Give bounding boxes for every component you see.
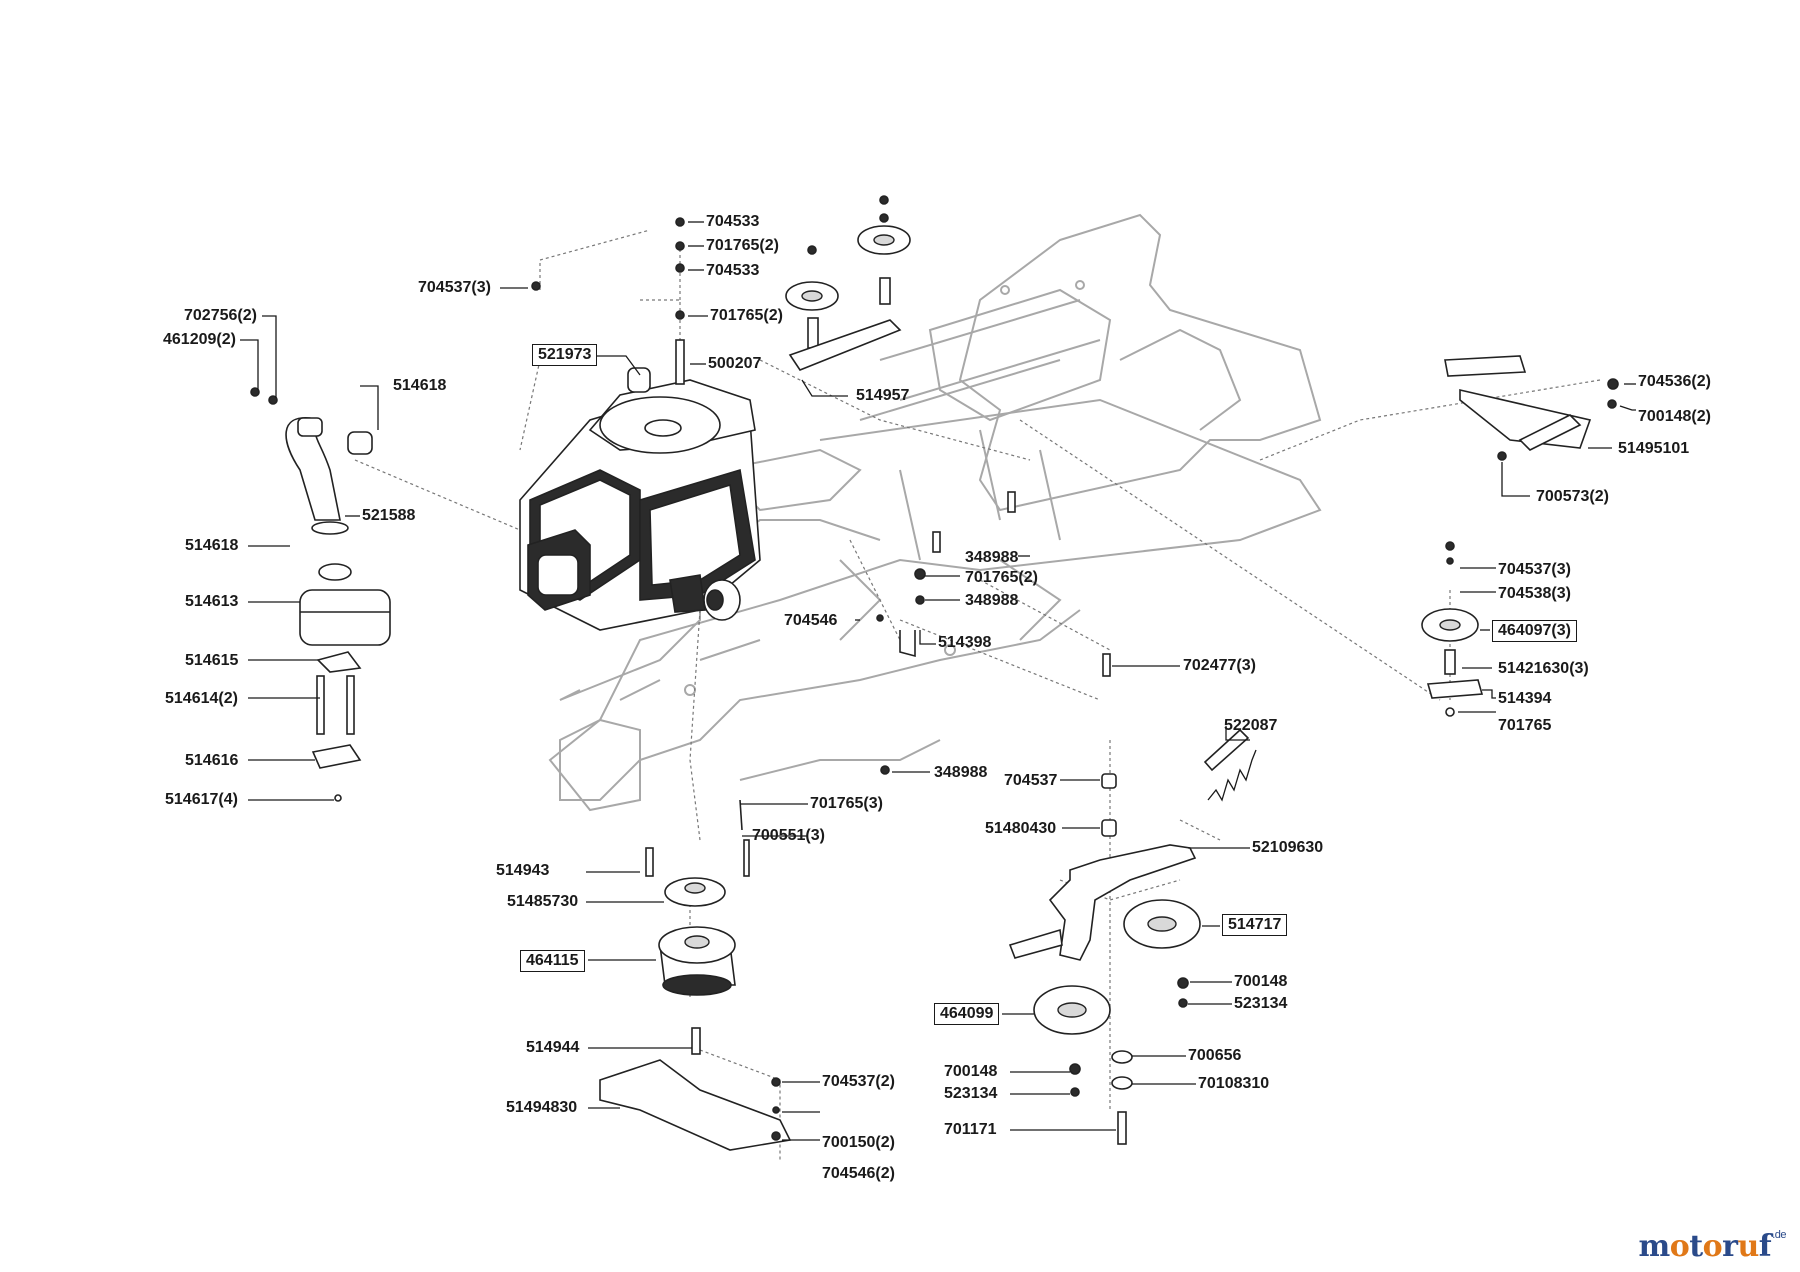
part-label-51494830: 51494830 bbox=[506, 1099, 578, 1116]
part-label-464097-3: 464097(3) bbox=[1492, 620, 1577, 642]
part-label-348988: 348988 bbox=[934, 764, 988, 781]
part-label-704537-3: 704537(3) bbox=[1498, 561, 1571, 578]
part-label-700148: 700148 bbox=[1234, 973, 1288, 990]
part-label-514957: 514957 bbox=[856, 387, 910, 404]
part-label-500207: 500207 bbox=[708, 355, 762, 372]
part-label-348988: 348988 bbox=[965, 549, 1019, 566]
part-label-522087: 522087 bbox=[1224, 717, 1278, 734]
part-label-700656: 700656 bbox=[1188, 1047, 1242, 1064]
part-label-514618: 514618 bbox=[393, 377, 447, 394]
part-label-514944: 514944 bbox=[526, 1039, 580, 1056]
part-label-521973: 521973 bbox=[532, 344, 598, 366]
part-label-704537-3: 704537(3) bbox=[418, 279, 491, 296]
part-label-514717: 514717 bbox=[1222, 914, 1288, 936]
part-label-704533: 704533 bbox=[706, 213, 760, 230]
exhaust-parts bbox=[250, 387, 391, 802]
part-label-514615: 514615 bbox=[185, 652, 239, 669]
part-label-700573-2: 700573(2) bbox=[1536, 488, 1609, 505]
part-label-51495101: 51495101 bbox=[1618, 440, 1690, 457]
part-label-704538-3: 704538(3) bbox=[1498, 585, 1571, 602]
part-label-701765: 701765 bbox=[1498, 717, 1552, 734]
part-label-523134: 523134 bbox=[1234, 995, 1288, 1012]
part-label-514613: 514613 bbox=[185, 593, 239, 610]
part-label-514614-2: 514614(2) bbox=[165, 690, 238, 707]
part-label-461209-2: 461209(2) bbox=[163, 331, 236, 348]
part-label-514394: 514394 bbox=[1498, 690, 1552, 707]
part-label-700150-2: 700150(2) bbox=[822, 1134, 895, 1151]
part-label-704546: 704546 bbox=[784, 612, 838, 629]
part-label-701171: 701171 bbox=[944, 1121, 997, 1138]
part-label-704537-2: 704537(2) bbox=[822, 1073, 895, 1090]
part-label-701765-2: 701765(2) bbox=[706, 237, 779, 254]
part-label-464099: 464099 bbox=[934, 1003, 1000, 1025]
part-label-51480430: 51480430 bbox=[985, 820, 1057, 837]
part-label-701765-2: 701765(2) bbox=[965, 569, 1038, 586]
part-label-52109630: 52109630 bbox=[1252, 839, 1324, 856]
part-label-701765-2: 701765(2) bbox=[710, 307, 783, 324]
part-label-514617-4: 514617(4) bbox=[165, 791, 238, 808]
part-label-704537: 704537 bbox=[1004, 772, 1058, 789]
part-label-700551-3: 700551(3) bbox=[752, 827, 825, 844]
part-label-702477-3: 702477(3) bbox=[1183, 657, 1256, 674]
spring-522087 bbox=[1207, 749, 1257, 802]
part-label-51485730: 51485730 bbox=[507, 893, 579, 910]
clutch-assembly bbox=[599, 799, 792, 1151]
part-label-51421630-3: 51421630(3) bbox=[1498, 660, 1589, 677]
motoruf-watermark: motoruf.de bbox=[1638, 1229, 1787, 1264]
part-label-514943: 514943 bbox=[496, 862, 550, 879]
right-bracket-assembly bbox=[1421, 355, 1619, 717]
part-label-70108310: 70108310 bbox=[1198, 1075, 1270, 1092]
part-label-704533: 704533 bbox=[706, 262, 760, 279]
engine-assembly bbox=[519, 367, 761, 631]
part-label-348988: 348988 bbox=[965, 592, 1019, 609]
watermark-text: motoruf bbox=[1638, 1229, 1772, 1264]
alignment-lines bbox=[354, 229, 1601, 1160]
part-label-702756-2: 702756(2) bbox=[184, 307, 257, 324]
part-label-704546-2: 704546(2) bbox=[822, 1165, 895, 1182]
part-label-521588: 521588 bbox=[362, 507, 416, 524]
part-label-700148-2: 700148(2) bbox=[1638, 408, 1711, 425]
part-label-523134: 523134 bbox=[944, 1085, 998, 1102]
watermark-suffix: .de bbox=[1772, 1229, 1786, 1241]
part-label-700148: 700148 bbox=[944, 1063, 998, 1080]
part-label-704536-2: 704536(2) bbox=[1638, 373, 1711, 390]
part-label-514616: 514616 bbox=[185, 752, 239, 769]
part-label-701765-3: 701765(3) bbox=[810, 795, 883, 812]
part-label-464115: 464115 bbox=[520, 950, 585, 972]
part-label-514618: 514618 bbox=[185, 537, 239, 554]
part-label-514398: 514398 bbox=[938, 634, 992, 651]
idler-arm-assembly bbox=[1008, 844, 1201, 1145]
idler-pulleys-top bbox=[531, 195, 911, 385]
leader-lines bbox=[240, 221, 1636, 1141]
